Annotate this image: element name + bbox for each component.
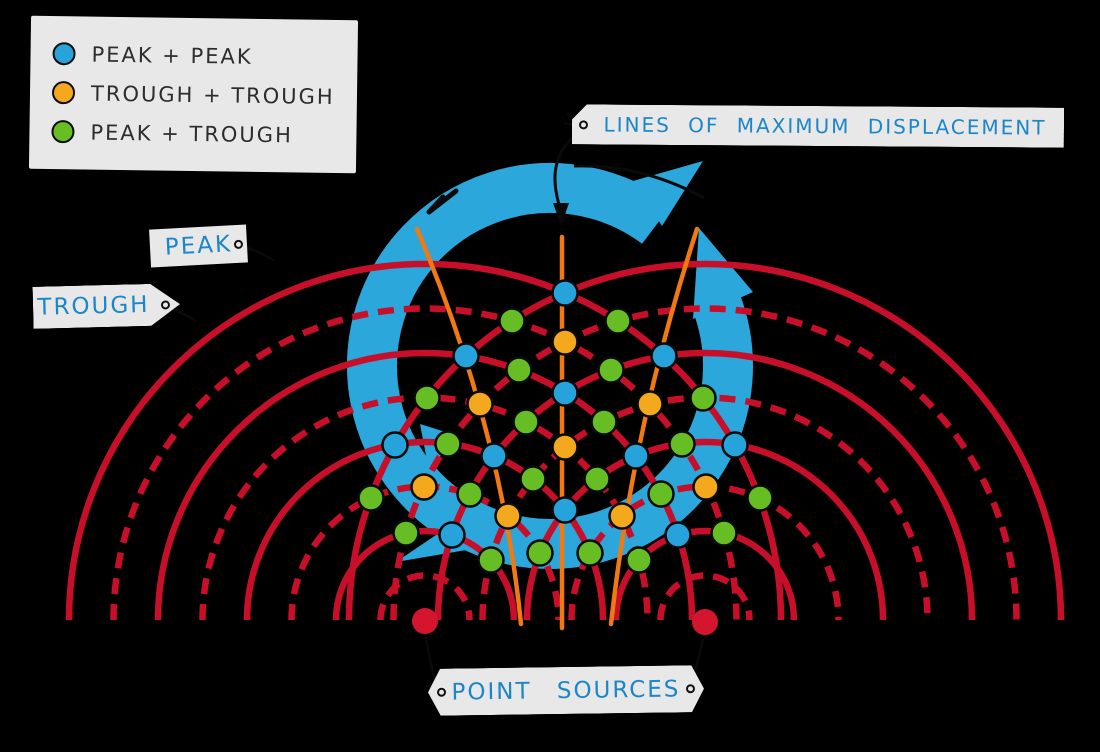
legend-box: PEAK + PEAK TROUGH + TROUGH PEAK + TROUG…: [28, 15, 359, 174]
interference-dot-green: [512, 408, 540, 436]
direction-arrow-icon: [426, 188, 459, 215]
legend-label: PEAK + PEAK: [91, 42, 253, 69]
max-displacement-line: [608, 226, 700, 627]
interference-dot-orange: [466, 390, 494, 418]
interference-dot-orange: [636, 390, 664, 418]
interference-dot-green: [434, 430, 462, 458]
tag-string: [243, 245, 275, 263]
tag-hole-icon: [686, 684, 695, 693]
interference-dot-green: [604, 307, 632, 335]
legend-label: PEAK + TROUGH: [90, 120, 294, 147]
point-source-dot-1: [412, 608, 438, 634]
legend-row-trough-trough: TROUGH + TROUGH: [51, 81, 357, 109]
interference-dot-green: [392, 519, 420, 547]
point-source-dot-2: [692, 609, 718, 635]
peak-label: PEAK: [164, 231, 233, 261]
interference-dot-blue: [480, 442, 508, 470]
interference-dot-green: [710, 519, 738, 547]
interference-dot-green: [597, 356, 625, 384]
legend-row-peak-trough: PEAK + TROUGH: [51, 120, 356, 148]
interference-dot-green: [590, 408, 618, 436]
point-sources-label: POINT SOURCES: [451, 675, 681, 706]
interference-dot-orange: [692, 473, 720, 501]
interference-dot-orange: [608, 502, 636, 530]
interference-dot-green: [647, 480, 675, 508]
peak-wavefront-arc-s2: [612, 527, 798, 621]
tag-hole-icon: [233, 239, 244, 249]
interference-dot-blue: [551, 379, 579, 407]
tag-string: [169, 307, 197, 323]
circular-arrow-tail: [633, 161, 703, 226]
trough-wavefront-arc-s2: [657, 572, 753, 621]
trough-trough-dot-icon: [51, 81, 76, 105]
down-arrowhead-icon: [553, 203, 569, 226]
interference-dot-blue: [551, 279, 579, 307]
tag-hole-icon: [579, 120, 588, 129]
interference-dot-orange: [494, 502, 522, 530]
peak-peak-dot-icon: [52, 42, 76, 66]
interference-dot-blue: [650, 342, 678, 370]
peak-wavefront-arc-s2: [523, 438, 887, 621]
interference-dot-blue: [381, 431, 409, 459]
tag-hole-icon: [437, 688, 446, 697]
peak-wavefront-arc-s1: [243, 438, 607, 621]
lines-of-maximum-displacement-label: LINES OF MAXIMUM DISPLACEMENT: [603, 112, 1047, 140]
interference-dot-green: [625, 546, 653, 574]
lines-of-maximum-displacement-tag: LINES OF MAXIMUM DISPLACEMENT: [572, 104, 1064, 147]
max-displacement-line: [414, 226, 524, 627]
interference-dot-green: [583, 465, 611, 493]
interference-dot-blue: [721, 431, 749, 459]
interference-dot-blue: [452, 342, 480, 370]
interference-dot-green: [456, 480, 484, 508]
legend-row-peak-peak: PEAK + PEAK: [52, 42, 357, 70]
peak-tag: PEAK: [149, 224, 248, 268]
circular-arrow-head-icon: [693, 228, 753, 319]
interference-dot-green: [413, 384, 441, 412]
trough-wavefront-arc-s1: [377, 572, 473, 621]
interference-dot-green: [505, 356, 533, 384]
peak-wavefront-arc-s1: [332, 527, 518, 621]
tag-string: [424, 636, 438, 685]
legend-label: TROUGH + TROUGH: [90, 81, 335, 109]
interference-dot-blue: [622, 442, 650, 470]
interference-dot-green: [477, 546, 505, 574]
interference-dot-blue: [438, 521, 466, 549]
interference-dot-orange: [551, 433, 579, 461]
point-sources-tag: POINT SOURCES: [428, 665, 705, 716]
interference-dot-blue: [551, 496, 579, 524]
interference-dot-green: [357, 484, 385, 512]
interference-dot-green: [576, 539, 604, 567]
interference-dot-blue: [664, 521, 692, 549]
interference-dot-green: [498, 307, 526, 335]
interference-dot-orange: [410, 473, 438, 501]
interference-dot-green: [746, 484, 774, 512]
interference-dot-orange: [551, 328, 579, 356]
tag-hole-icon: [161, 300, 170, 309]
circular-arrow-band: [347, 163, 753, 569]
peak-trough-dot-icon: [51, 120, 75, 144]
interference-dot-green: [526, 539, 554, 567]
interference-dot-green: [689, 384, 717, 412]
interference-dot-green: [519, 465, 547, 493]
ink-swirl: [573, 164, 705, 200]
trough-label: TROUGH: [37, 291, 150, 321]
interference-dot-green: [668, 430, 696, 458]
